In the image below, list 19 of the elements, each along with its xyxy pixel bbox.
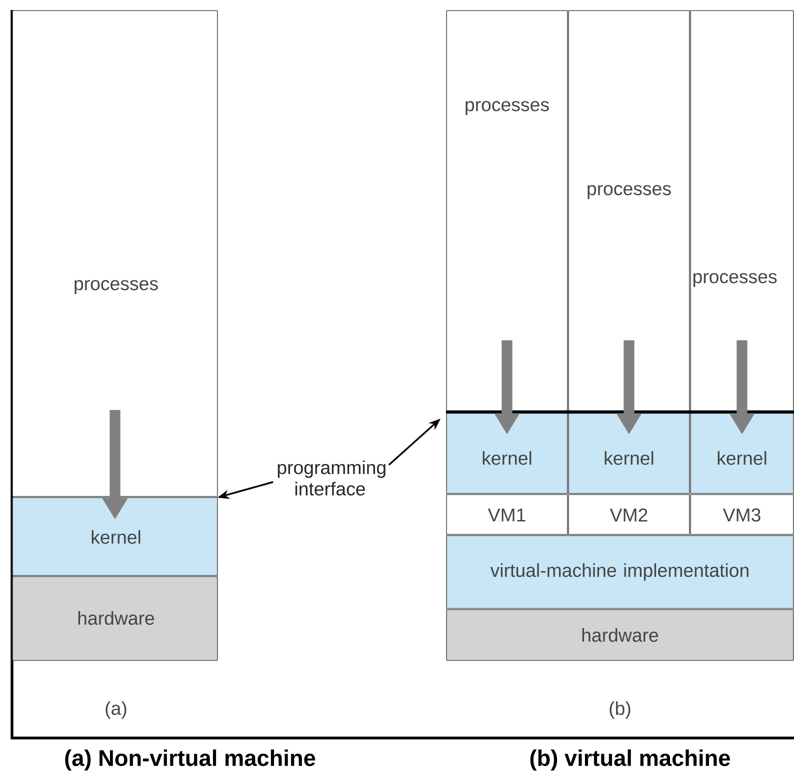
vm-box: VM2 bbox=[568, 494, 690, 535]
vm-box: VM3 bbox=[690, 494, 794, 535]
caption: (b) virtual machine bbox=[530, 749, 730, 771]
kernel-box: kernel bbox=[690, 412, 794, 494]
kernel-box: kernel bbox=[446, 412, 568, 494]
implementation-box: virtual-machine implementation bbox=[446, 535, 794, 609]
vm-box: VM1 bbox=[446, 494, 568, 535]
caption: (a) Non-virtual machine bbox=[65, 749, 316, 771]
process-box: processes bbox=[12, 10, 218, 497]
process-box: processes bbox=[690, 10, 794, 412]
kernel-box: kernel bbox=[568, 412, 690, 494]
kernel-box: kernel bbox=[12, 497, 218, 576]
hardware-box: hardware bbox=[446, 609, 794, 661]
process-box: processes bbox=[568, 10, 690, 412]
process-box: processes bbox=[446, 10, 568, 412]
panel-label: (b) bbox=[610, 701, 630, 719]
hardware-box: hardware bbox=[12, 576, 218, 661]
panel-label: (a) bbox=[106, 701, 126, 719]
annotation-text: programming interface bbox=[278, 460, 386, 496]
